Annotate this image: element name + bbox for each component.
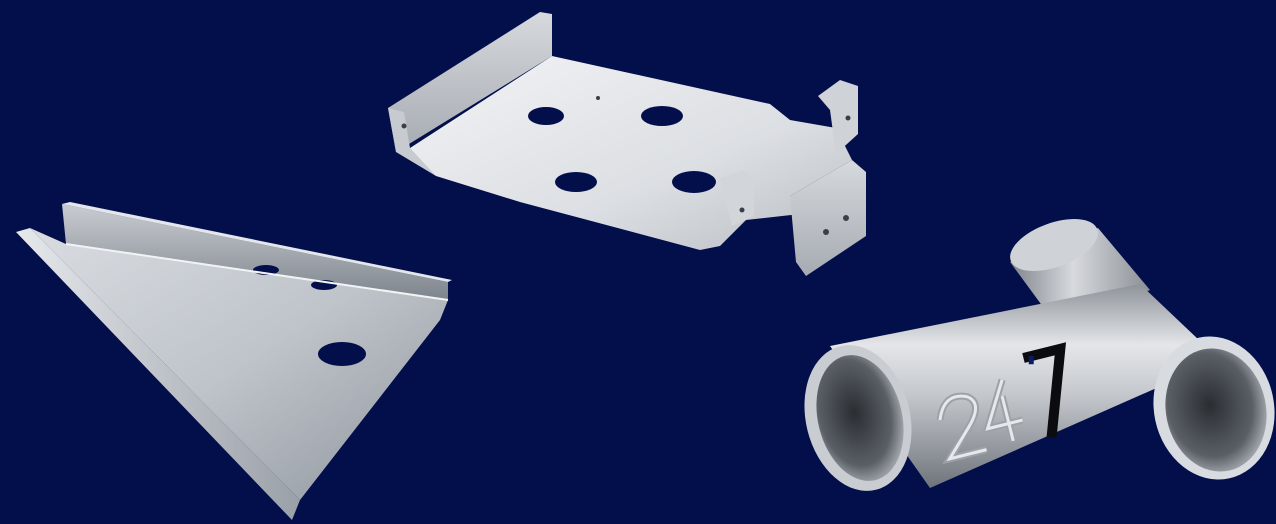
tray-hole bbox=[528, 107, 564, 125]
tray-screw-hole bbox=[401, 123, 407, 129]
tee-branch-end bbox=[1010, 219, 1098, 271]
tray-screw-hole bbox=[843, 215, 849, 221]
bracket-base-plate bbox=[30, 228, 448, 500]
tray-hole bbox=[641, 106, 683, 126]
bracket-wall-top-edge bbox=[62, 202, 452, 282]
bracket-round-hole bbox=[318, 342, 366, 366]
tee-main-body bbox=[830, 284, 1220, 488]
triangular-gusset-bracket bbox=[16, 202, 452, 520]
tray-screw-hole bbox=[823, 229, 829, 235]
tray-left-wall bbox=[388, 12, 552, 152]
tee-left-opening-bore bbox=[816, 355, 904, 481]
tray-right-front-wall bbox=[790, 160, 866, 276]
tray-screw-hole bbox=[596, 96, 600, 100]
tee-right-opening-bore bbox=[1165, 348, 1267, 472]
tray-front-tab bbox=[720, 170, 754, 226]
tray-hole bbox=[555, 172, 597, 192]
bracket-back-wall bbox=[62, 204, 448, 300]
bracket-bend-highlight bbox=[65, 243, 449, 301]
bracket-left-lip bbox=[16, 228, 300, 520]
mounting-tray-with-holes bbox=[388, 12, 866, 276]
tray-screw-hole bbox=[739, 207, 745, 213]
tray-right-tab bbox=[818, 80, 858, 154]
tee-pipe-fitting bbox=[804, 219, 1275, 491]
tray-screw-hole bbox=[845, 115, 851, 121]
tee-engraved-logo bbox=[936, 342, 1067, 465]
tray-hole bbox=[672, 171, 716, 193]
